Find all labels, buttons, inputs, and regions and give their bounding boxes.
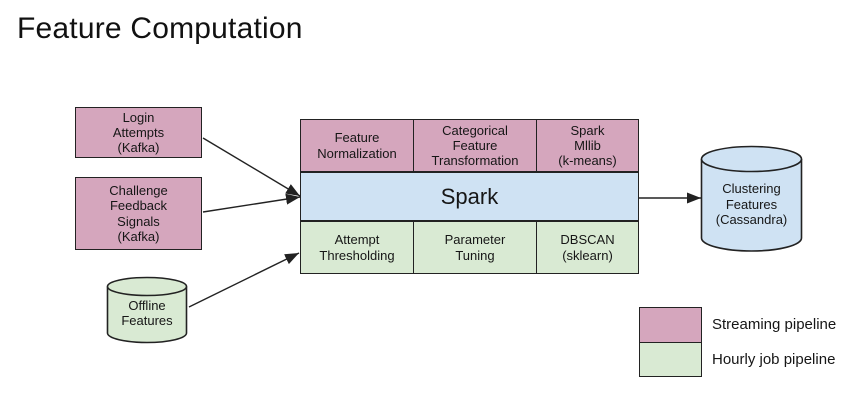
legend-label-streaming: Streaming pipeline bbox=[712, 316, 837, 333]
arrow-login-to-spark bbox=[202, 137, 301, 197]
spark-hourly-row: Attempt Thresholding Parameter Tuning DB… bbox=[301, 222, 638, 273]
legend-label-hourly: Hourly job pipeline bbox=[712, 351, 836, 368]
cell-label: Spark Mllib (k-means) bbox=[558, 122, 617, 169]
node-challenge-feedback: Challenge Feedback Signals (Kafka) bbox=[75, 177, 202, 250]
spark-band: Spark bbox=[301, 173, 638, 222]
cell-feature-normalization: Feature Normalization bbox=[301, 120, 414, 171]
node-label: Clustering Features (Cassandra) bbox=[715, 181, 788, 228]
cell-label: Attempt Thresholding bbox=[319, 232, 395, 263]
cell-categorical-feature-transformation: Categorical Feature Transformation bbox=[414, 120, 537, 171]
legend-swatch-hourly bbox=[640, 342, 701, 376]
cell-spark-mllib-kmeans: Spark Mllib (k-means) bbox=[537, 120, 638, 171]
cell-label: Feature Normalization bbox=[317, 130, 397, 161]
node-clustering-features: Clustering Features (Cassandra) bbox=[700, 145, 803, 253]
diagram-title: Feature Computation bbox=[17, 12, 303, 45]
node-label: Offline Features bbox=[121, 298, 173, 329]
cell-label: DBSCAN (sklearn) bbox=[560, 232, 615, 263]
cell-label: Categorical Feature Transformation bbox=[431, 122, 519, 169]
node-label: Login Attempts (Kafka) bbox=[112, 109, 165, 156]
node-offline-features: Offline Features bbox=[106, 276, 188, 344]
node-login-attempts: Login Attempts (Kafka) bbox=[75, 107, 202, 158]
spark-label: Spark bbox=[440, 183, 499, 209]
cell-dbscan-sklearn: DBSCAN (sklearn) bbox=[537, 222, 638, 273]
spark-block: Feature Normalization Categorical Featur… bbox=[300, 119, 639, 274]
database-cylinder-icon bbox=[106, 276, 188, 344]
arrow-offline-to-spark bbox=[188, 252, 300, 308]
arrow-challenge-to-spark bbox=[202, 193, 301, 213]
legend bbox=[639, 307, 702, 377]
node-label: Challenge Feedback Signals (Kafka) bbox=[109, 182, 168, 244]
legend-swatch-streaming bbox=[640, 308, 701, 343]
cell-parameter-tuning: Parameter Tuning bbox=[414, 222, 537, 273]
database-cylinder-icon bbox=[700, 145, 803, 252]
spark-streaming-row: Feature Normalization Categorical Featur… bbox=[301, 120, 638, 173]
cell-attempt-thresholding: Attempt Thresholding bbox=[301, 222, 414, 273]
cell-label: Parameter Tuning bbox=[444, 232, 506, 263]
